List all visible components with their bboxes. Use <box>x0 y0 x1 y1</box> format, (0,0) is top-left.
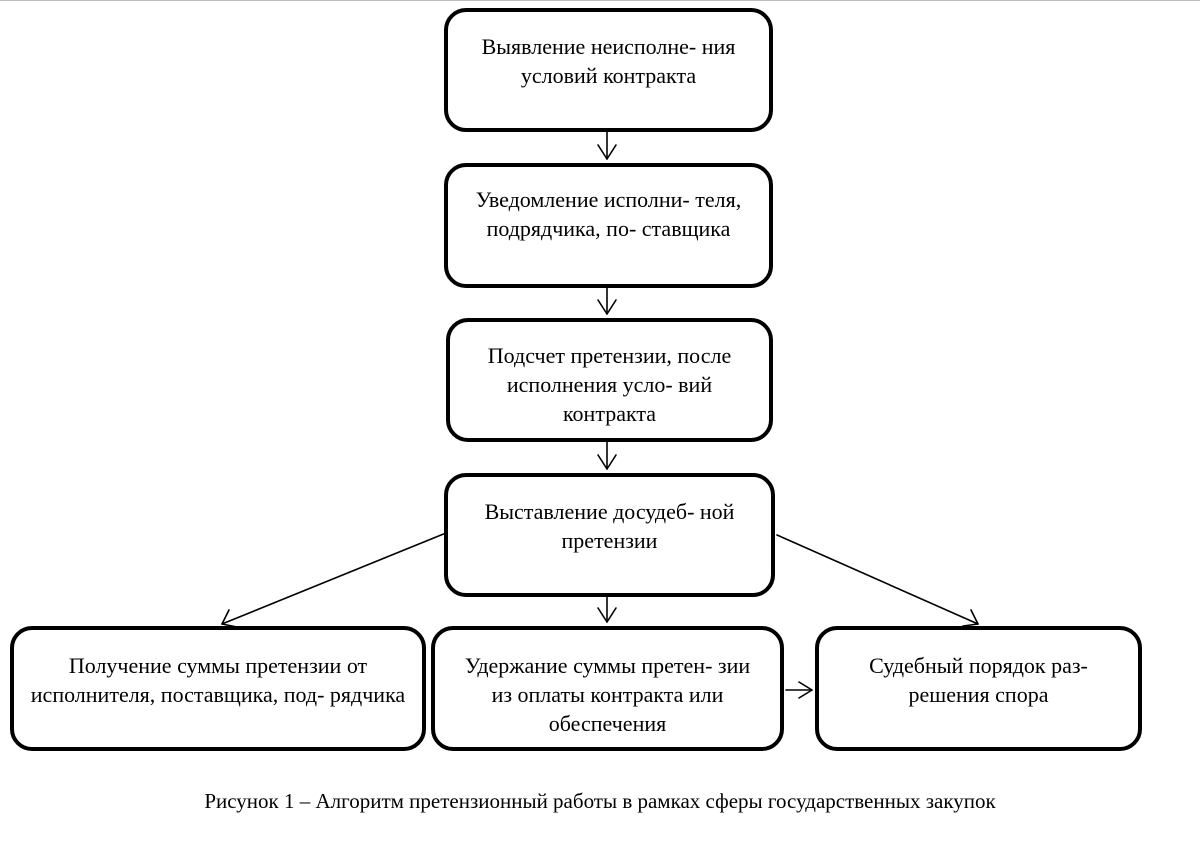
arrow-notify-to-calculate <box>597 286 617 315</box>
box-calculate-text: Подсчет претензии, после исполнения усло… <box>487 343 732 426</box>
box-withhold-claim-sum: Удержание суммы претен- зии из оплаты ко… <box>431 626 784 751</box>
arrow-pretrial-to-court <box>776 534 979 627</box>
arrow-pretrial-to-receive <box>221 532 447 628</box>
arrow-pretrial-to-withhold <box>597 595 617 623</box>
box-court-text: Судебный порядок раз- решения спора <box>869 653 1088 707</box>
box-pretrial-text: Выставление досудеб- ной претензии <box>484 499 735 553</box>
figure-caption: Рисунок 1 – Алгоритм претензионный работ… <box>204 789 996 813</box>
box-pretrial-claim: Выставление досудеб- ной претензии <box>444 473 775 597</box>
box-notify-text: Уведомление исполни- теля, подрядчика, п… <box>475 187 742 241</box>
box-detect-nonperformance: Выявление неисполне- ния условий контрак… <box>444 8 773 132</box>
arrow-detect-to-notify <box>597 130 617 160</box>
page-top-rule <box>0 0 1200 1</box>
box-court-procedure: Судебный порядок раз- решения спора <box>815 626 1142 751</box>
box-detect-text: Выявление неисполне- ния условий контрак… <box>481 34 736 88</box>
box-withhold-text: Удержание суммы претен- зии из оплаты ко… <box>464 653 751 736</box>
box-receive-text: Получение суммы претензии от исполнителя… <box>30 653 406 707</box>
arrow-withhold-to-court <box>785 681 813 699</box>
arrow-calculate-to-pretrial <box>597 440 617 470</box>
box-receive-claim-sum: Получение суммы претензии от исполнителя… <box>10 626 426 751</box>
box-notify-contractor: Уведомление исполни- теля, подрядчика, п… <box>444 163 773 288</box>
box-calculate-claim: Подсчет претензии, после исполнения усло… <box>446 318 773 442</box>
